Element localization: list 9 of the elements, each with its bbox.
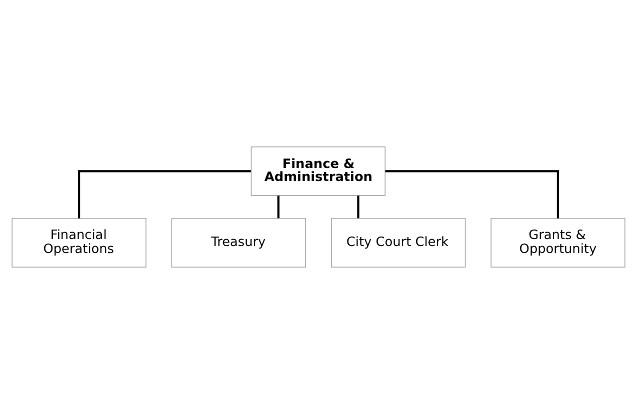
connector: [357, 195, 360, 218]
node-box: Financial Operations: [12, 218, 146, 267]
node-box: Grants & Opportunity: [490, 218, 626, 267]
node-box: Finance & Administration: [250, 146, 386, 196]
connector: [78, 170, 251, 218]
node-box: City Court Clerk: [331, 218, 466, 267]
node-box: Treasury: [171, 218, 306, 267]
connector: [385, 170, 560, 218]
connector: [277, 195, 280, 218]
